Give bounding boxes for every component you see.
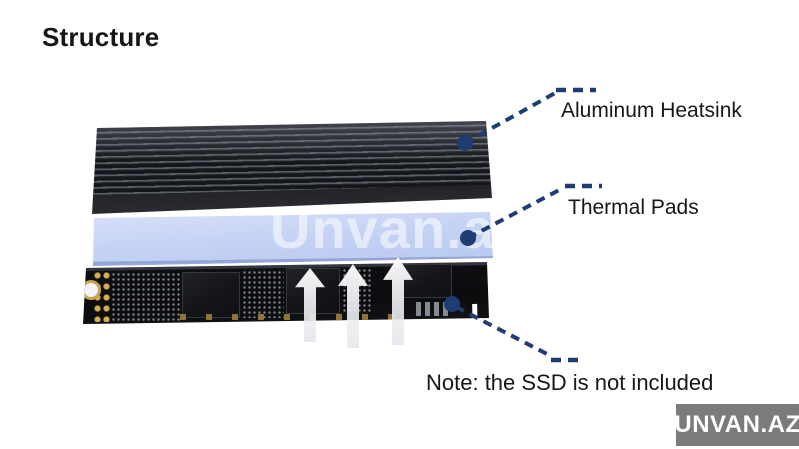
label-aluminum-heatsink: Aluminum Heatsink <box>561 99 742 122</box>
m2-edge-connector <box>458 270 489 321</box>
site-logo-text: UNVAN.AZ <box>674 411 799 438</box>
label-thermal-pads: Thermal Pads <box>568 196 699 219</box>
ssd-illustration <box>83 262 489 324</box>
heatsink-highlight <box>92 121 492 163</box>
m2-key-notch <box>472 303 478 321</box>
nand-chip <box>182 272 240 318</box>
pcb-testpad-grid <box>111 272 181 322</box>
watermark: Unvan.a <box>270 197 495 260</box>
aluminum-heatsink-illustration <box>92 121 492 214</box>
thermal-pad-illustration <box>93 212 493 266</box>
pcb-mount-pads <box>93 270 110 322</box>
page-title: Structure <box>42 22 160 52</box>
pcb-testpad-grid <box>242 270 284 318</box>
smd-components-row <box>180 314 405 320</box>
pcb-mount-notch <box>84 283 98 297</box>
controller-components <box>416 302 452 316</box>
label-ssd-note: Note: the SSD is not included <box>426 370 714 395</box>
site-logo: UNVAN.AZ <box>674 404 799 446</box>
